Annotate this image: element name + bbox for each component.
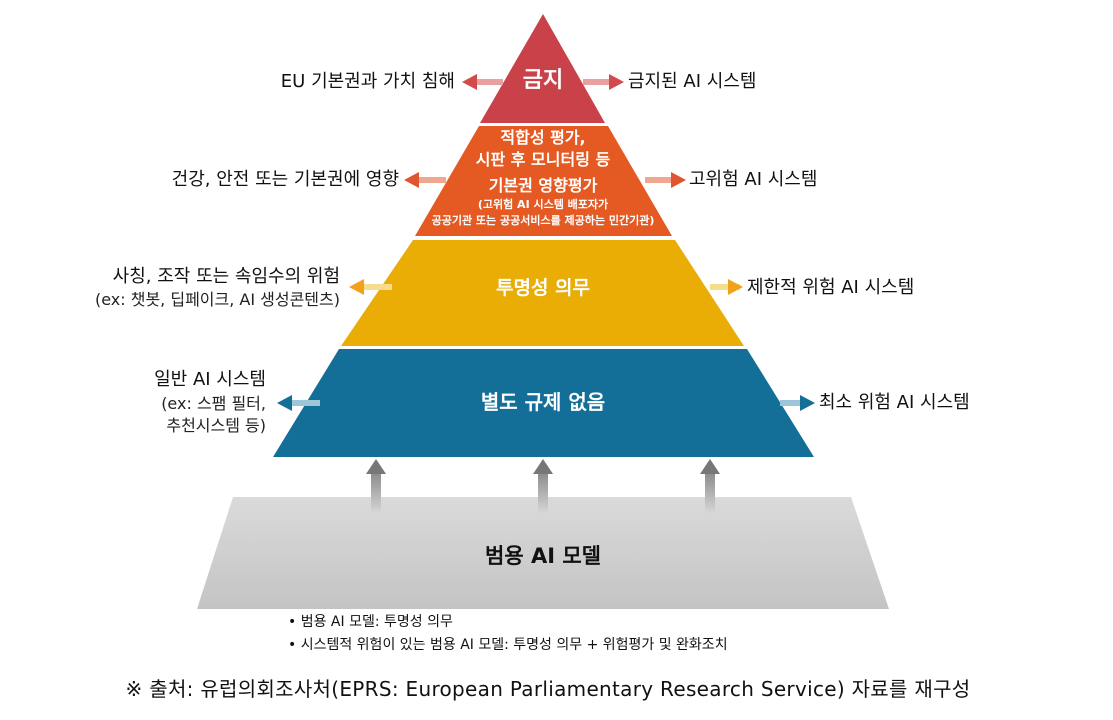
source-note: ※ 출처: 유럽의회조사처(EPRS: European Parliamenta… — [125, 677, 971, 701]
tier-prohibited-title: 금지 — [522, 68, 564, 93]
minimal-left-label-line1: 일반 AI 시스템 — [154, 369, 266, 390]
arrow-left-icon — [277, 395, 320, 411]
arrow-left-icon — [349, 279, 392, 295]
tier-high-sub-line2: 공공기관 또는 공공서비스를 제공하는 민간기관) — [431, 214, 655, 227]
arrow-right-icon — [710, 279, 743, 295]
bullet-item-1: • 범용 AI 모델: 투명성 의무 — [288, 614, 453, 630]
minimal-right-label: 최소 위험 AI 시스템 — [819, 392, 970, 413]
arrow-left-icon — [404, 172, 446, 188]
tier-limited-risk — [341, 240, 744, 346]
tier-minimal-risk — [273, 349, 814, 457]
arrow-right-icon — [645, 172, 686, 188]
arrow-right-icon — [780, 395, 815, 411]
high-right-label: 고위험 AI 시스템 — [689, 169, 818, 190]
tier-minimal-title: 별도 규제 없음 — [480, 390, 606, 414]
up-arrow-icon — [700, 459, 720, 514]
tier-high-sub-line1: (고위험 AI 시스템 배포자가 — [477, 198, 609, 211]
tier-high-title-line3: 기본권 영향평가 — [488, 176, 598, 195]
up-arrow-icon — [366, 459, 386, 514]
up-arrow-icon — [533, 459, 553, 514]
tier-high-title-line2: 시판 후 모니터링 등 — [475, 150, 611, 169]
limited-left-label-line1: 사칭, 조작 또는 속임수의 위험 — [112, 266, 340, 287]
gpai-base — [197, 497, 889, 609]
prohibited-left-label: EU 기본권과 가치 침해 — [280, 71, 455, 92]
tier-high-title-line1: 적합성 평가, — [500, 128, 586, 147]
limited-right-label: 제한적 위험 AI 시스템 — [747, 277, 915, 298]
gpai-title: 범용 AI 모델 — [485, 544, 601, 568]
minimal-left-label-line2: (ex: 스팸 필터, — [161, 394, 266, 413]
prohibited-right-label: 금지된 AI 시스템 — [628, 71, 757, 92]
minimal-left-label-line3: 추천시스템 등) — [166, 416, 266, 435]
bullet-item-2: • 시스템적 위험이 있는 범용 AI 모델: 투명성 의무 + 위험평가 및 … — [288, 637, 728, 653]
limited-left-label-line2: (ex: 챗봇, 딥페이크, AI 생성콘텐츠) — [94, 290, 340, 309]
tier-high-risk — [415, 126, 672, 236]
tier-prohibited — [480, 14, 605, 123]
arrow-right-icon — [583, 74, 624, 90]
high-left-label: 건강, 안전 또는 기본권에 영향 — [171, 169, 399, 190]
tier-limited-title: 투명성 의무 — [495, 277, 591, 299]
arrow-left-icon — [462, 74, 503, 90]
